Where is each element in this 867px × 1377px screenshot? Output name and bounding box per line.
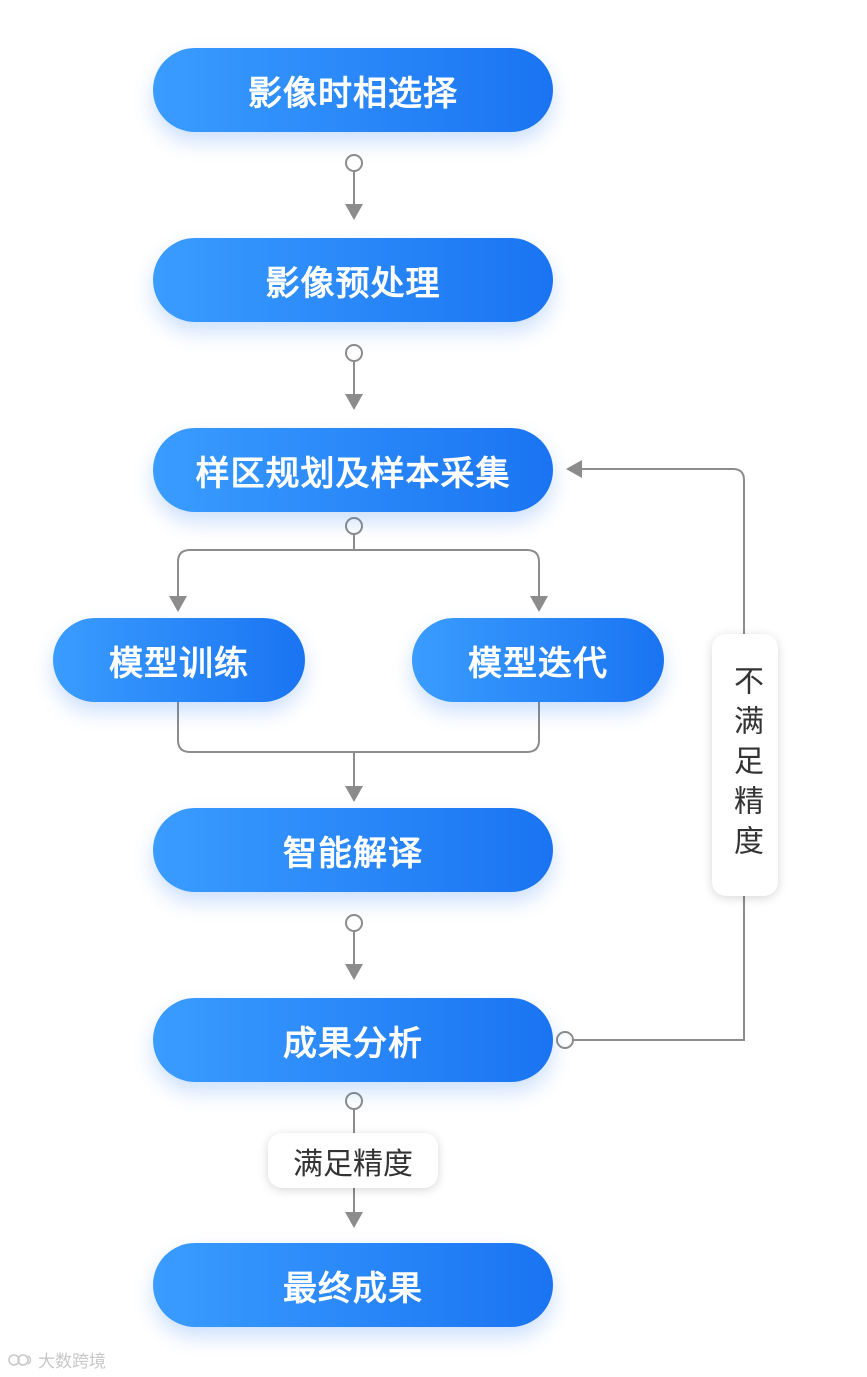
arrowhead: [566, 460, 582, 478]
arrowhead: [345, 204, 363, 220]
condition-satisfied: 满足精度: [268, 1133, 438, 1188]
step-model-iteration: 模型迭代: [412, 618, 664, 702]
step-preprocess: 影像预处理: [153, 238, 553, 322]
condition-not-satisfied: 不满足精度: [712, 634, 778, 896]
arrowhead: [345, 964, 363, 980]
step-final-result: 最终成果: [153, 1243, 553, 1327]
step-sample-collection: 样区规划及样本采集: [153, 428, 553, 512]
step-intelligent-interpretation: 智能解译: [153, 808, 553, 892]
arrowhead: [345, 394, 363, 410]
watermark-text: 大数跨境: [38, 1352, 106, 1372]
step-result-analysis: 成果分析: [153, 998, 553, 1082]
step-image-phase: 影像时相选择: [153, 48, 553, 132]
arrowhead: [169, 596, 187, 612]
arrowhead: [530, 596, 548, 612]
watermark-logo-icon: [8, 1353, 32, 1366]
watermark: 大数跨境: [8, 1347, 106, 1372]
arrowhead: [345, 1212, 363, 1228]
arrowhead: [345, 786, 363, 802]
step-model-training: 模型训练: [53, 618, 305, 702]
